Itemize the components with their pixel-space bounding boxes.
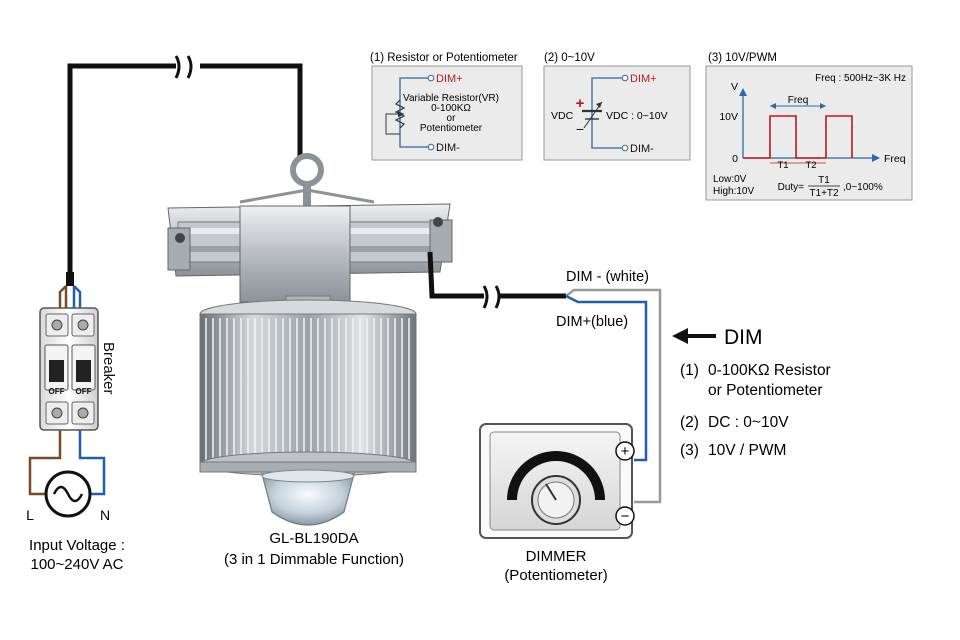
dimmer-plus-terminal (615, 441, 635, 461)
input-voltage-label: Input Voltage : (29, 537, 125, 554)
breaker[interactable]: OFF OFF Breaker (39, 285, 117, 431)
wire-break-symbol (174, 55, 193, 79)
wire-label-dim-minus: DIM - (white) (566, 269, 649, 285)
inset-vdc: (2) 0~10V + − VDC VDC : 0~10V DIM+ DIM- (543, 52, 691, 161)
dim-heading: DIM (724, 326, 763, 349)
inset-pwm-zero: 0 (732, 153, 738, 165)
dim-option-1-line1: 0-100KΩ Resistor (708, 362, 831, 379)
inset-pwm-freq-range: Freq : 500Hz~3K Hz (815, 73, 906, 84)
inset-vdc-minus: − (576, 121, 584, 137)
mains-wire (66, 55, 303, 286)
dimmer-plus-sign: + (621, 443, 630, 460)
inset-resistor-text4: Potentiometer (420, 123, 483, 134)
inset-pwm-freq-span: Freq (788, 95, 809, 106)
inset-pwm-t2: T2 (805, 160, 816, 171)
inset-pwm-v10: 10V (719, 111, 738, 123)
inset-pwm-title: (3) 10V/PWM (708, 52, 777, 64)
inset-pwm-duty-label: Duty= (778, 182, 805, 193)
inset-pwm-t1: T1 (777, 160, 788, 171)
input-voltage-range: 100~240V AC (31, 556, 124, 573)
inset-vdc-right-label: VDC : 0~10V (606, 110, 668, 122)
product-model: GL-BL190DA (269, 530, 358, 547)
inset-pwm-duty-den: T1+T2 (809, 188, 839, 199)
wire-dim-plus (565, 294, 648, 462)
terminal-n: N (100, 507, 110, 523)
inset-vdc-plus: + (576, 95, 585, 112)
wire-label-dim-plus: DIM+(blue) (556, 314, 628, 330)
inset-resistor-text1: Variable Resistor(VR) (403, 93, 499, 104)
breaker-label: Breaker (100, 342, 117, 395)
high-bay-light (167, 153, 453, 526)
inset-pwm: (3) 10V/PWM Freq : 500Hz~3K Hz Freq V 10… (705, 52, 913, 201)
wire-dim-minus (565, 288, 662, 504)
inset-vdc-dim-plus: DIM+ (630, 73, 657, 85)
inset-pwm-low: Low:0V (713, 174, 747, 185)
dim-option-3-line1: 10V / PWM (708, 442, 786, 459)
inset-resistor: (1) Resistor or Potentiometer DIM+ DIM- … (370, 52, 523, 161)
dim-option-2-num: (2) (680, 414, 699, 431)
dim-option-1-line2: or Potentiometer (708, 382, 823, 399)
inset-pwm-high: High:10V (713, 186, 754, 197)
breaker-off-left: OFF (49, 387, 65, 396)
product-subtitle: (3 in 1 Dimmable Function) (224, 551, 404, 568)
dim-option-3-num: (3) (680, 442, 699, 459)
ac-source: L N Input Voltage : 100~240V AC (26, 430, 125, 573)
light-lens (261, 473, 355, 526)
hanging-hook (290, 153, 324, 187)
dimmer-scale-arc (507, 451, 605, 501)
terminal-l: L (26, 507, 34, 523)
dim-options: DIM (1) 0-100KΩ Resistor or Potentiomete… (672, 326, 831, 459)
dim-option-2-line1: DC : 0~10V (708, 414, 789, 431)
dimmer-name: DIMMER (526, 548, 587, 565)
dimmer-minus-sign: − (621, 508, 630, 525)
inset-resistor-text3: or (447, 113, 457, 124)
inset-pwm-duty-num: T1 (818, 175, 830, 186)
inset-resistor-dim-minus: DIM- (436, 142, 460, 154)
inset-resistor-title: (1) Resistor or Potentiometer (370, 52, 518, 64)
inset-pwm-duty-range: ,0~100% (843, 182, 883, 193)
inset-vdc-dim-minus: DIM- (630, 143, 654, 155)
inset-pwm-freq-axis: Freq (884, 153, 906, 165)
pwm-waveform (743, 115, 853, 159)
inset-resistor-text2: 0-100KΩ (431, 103, 471, 114)
dim-cable: DIM - (white) DIM+(blue) (427, 251, 662, 504)
sine-wave-icon (52, 485, 84, 503)
inset-pwm-v-axis: V (731, 81, 738, 93)
inset-vdc-left-label: VDC (551, 110, 574, 122)
inset-resistor-dim-plus: DIM+ (436, 73, 463, 85)
dim-option-1-num: (1) (680, 362, 699, 379)
breaker-off-right: OFF (76, 387, 92, 396)
dimmer[interactable]: + − (479, 423, 635, 539)
dimmer-minus-terminal (615, 506, 635, 526)
inset-vdc-title: (2) 0~10V (544, 52, 595, 64)
heatsink-fins (205, 318, 410, 460)
dimmer-type: (Potentiometer) (504, 567, 607, 584)
